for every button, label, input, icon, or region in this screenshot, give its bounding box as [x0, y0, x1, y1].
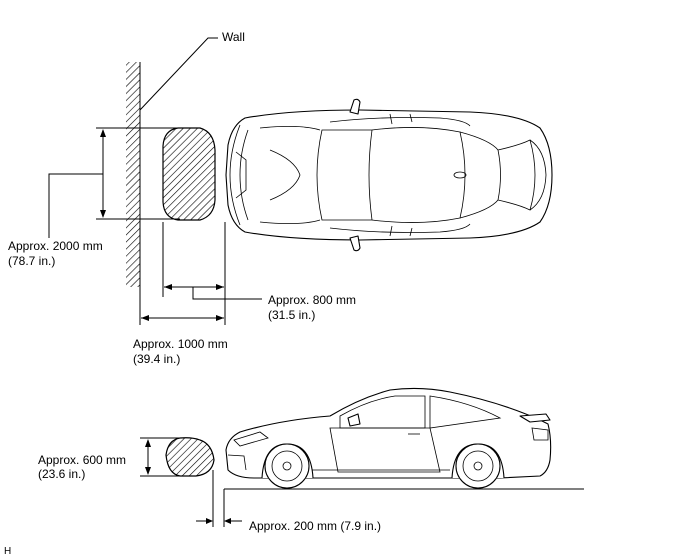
dim-2000-leader — [48, 173, 103, 238]
car-side-view — [225, 387, 552, 489]
dim-2000-arrow-top — [100, 129, 106, 137]
car-top-view — [225, 98, 553, 252]
gap-800-in-label: (31.5 in.) — [268, 308, 315, 322]
dim-600-arrow-top — [145, 439, 151, 447]
wall-hatch — [126, 62, 140, 287]
gap-800-label: Approx. 800 mm — [268, 293, 356, 307]
dim-2000-arrow-bottom — [100, 210, 106, 218]
gap-200-label: Approx. 200 mm (7.9 in.) — [249, 519, 381, 533]
dim-200-arrow-right — [224, 518, 231, 524]
dim-800-arrow-right — [216, 284, 224, 290]
target-side — [165, 437, 215, 477]
dim-1000-arrow-right — [216, 315, 224, 321]
wall-leader — [139, 37, 218, 111]
dim-1000-arrow-left — [141, 315, 149, 321]
height-600-in-label: (23.6 in.) — [38, 467, 85, 481]
length-2000-in-label: (78.7 in.) — [8, 254, 55, 268]
figure-code: H — [4, 546, 11, 557]
target-top — [162, 127, 216, 221]
dist-1000-in-label: (39.4 in.) — [133, 352, 180, 366]
height-600-label: Approx. 600 mm — [38, 453, 126, 467]
dim-200-arrow-left — [206, 518, 213, 524]
wall-label: Wall — [222, 30, 245, 44]
dist-1000-label: Approx. 1000 mm — [133, 337, 228, 351]
length-2000-label: Approx. 2000 mm — [8, 239, 103, 253]
dim-600-arrow-bottom — [145, 467, 151, 475]
dim-800-arrow-left — [164, 284, 172, 290]
dim-800-leader — [192, 287, 262, 300]
